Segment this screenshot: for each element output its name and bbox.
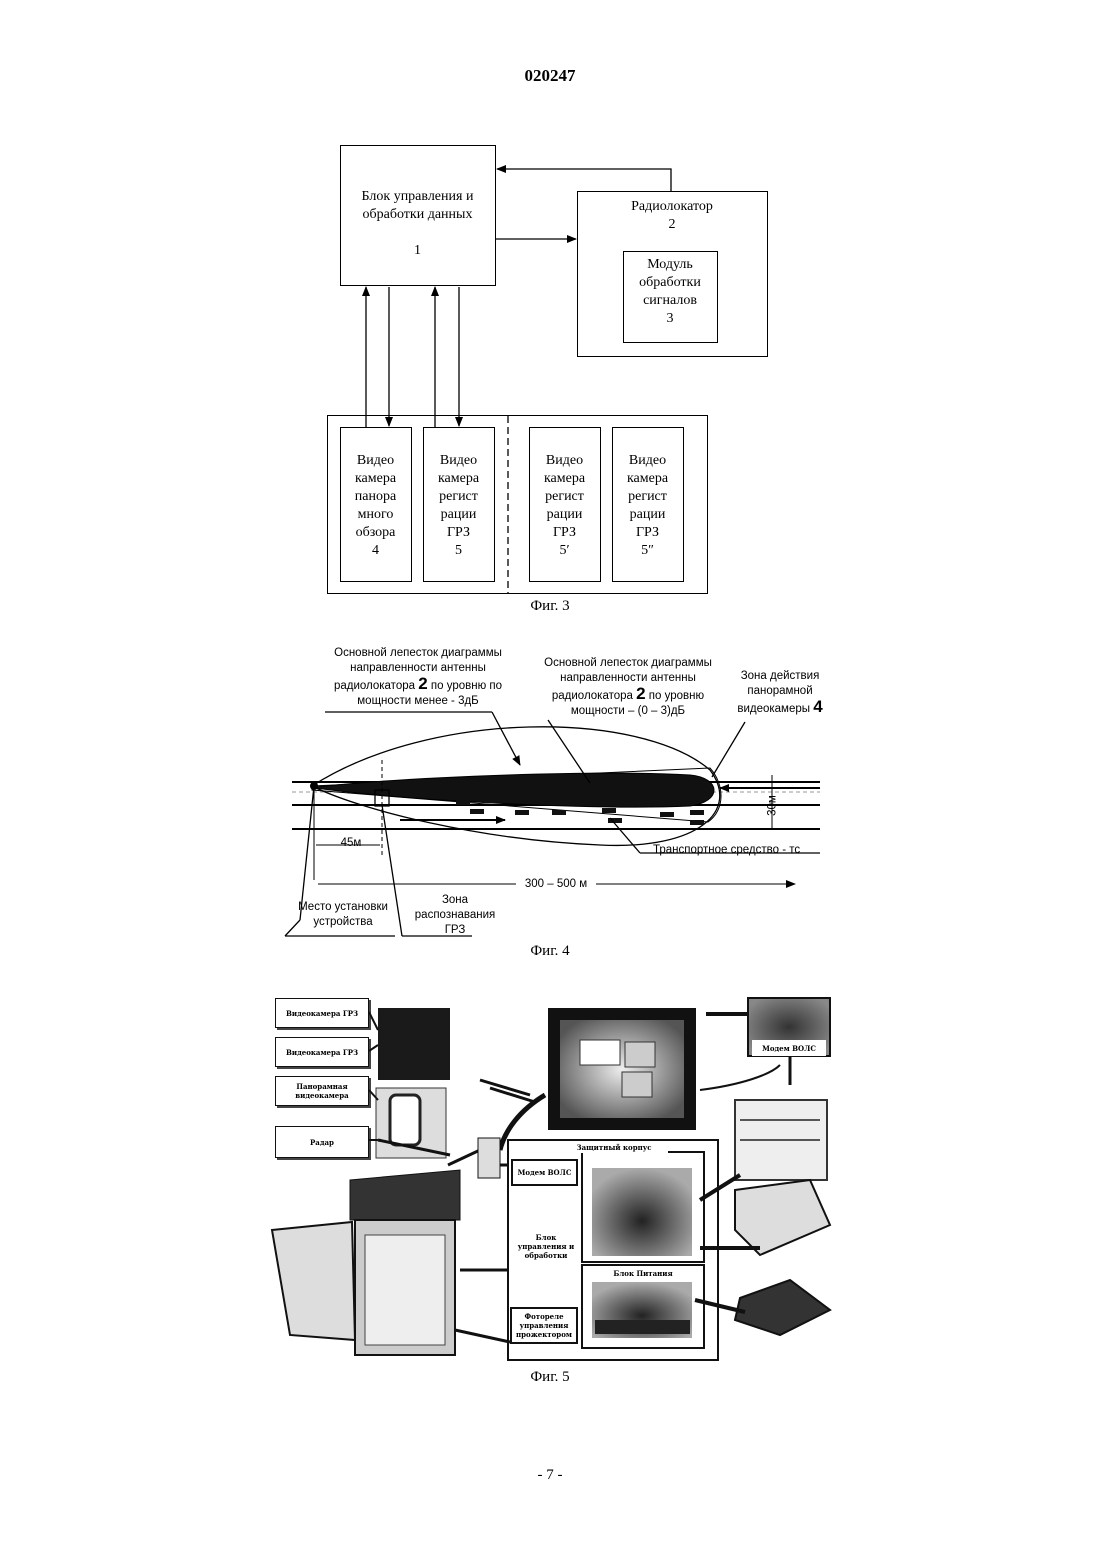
connector (369, 1012, 378, 1030)
label-text: мощности менее - 3дБ (318, 694, 518, 709)
label-vehicle: Транспортное средство - тс (653, 843, 833, 858)
monitor-screen (560, 1020, 684, 1118)
arrow-radar-to-unit (497, 169, 671, 191)
vehicle (456, 800, 470, 805)
label-45m: 45м (336, 836, 366, 851)
label-text: Зона действия (725, 669, 835, 684)
figure-4-caption: Фиг. 4 (500, 943, 600, 960)
vehicle (470, 809, 484, 814)
label-main-lobe-low: Основной лепесток диаграммы направленнос… (318, 646, 518, 709)
label-text: радиолокатора (334, 680, 418, 692)
label-text: направленности антенны (528, 671, 728, 686)
vehicle (482, 798, 496, 803)
label-text: видеокамеры (737, 703, 813, 715)
vehicle (660, 812, 674, 817)
connector (455, 1330, 510, 1342)
cabinet-door (272, 1222, 355, 1340)
label-text: Основной лепесток диаграммы (318, 646, 518, 661)
label-photorelay: Фотореле управления прожектором (513, 1310, 575, 1340)
label-control-unit: Блок управления и обработки (514, 1228, 578, 1264)
label-install-place: Место установки устройства (288, 900, 398, 930)
label-connectors (0, 990, 400, 1190)
label-text: ГРЗ (400, 923, 510, 938)
figure-5-caption: Фиг. 5 (500, 1369, 600, 1386)
label-psu: Блок Питания (590, 1267, 696, 1279)
leader-camera-zone (712, 722, 745, 777)
vehicle (570, 800, 584, 805)
equipment-box-photo (735, 1180, 830, 1255)
vehicle (690, 810, 704, 815)
monitor-car-icon (622, 1072, 652, 1097)
connector (369, 1045, 378, 1051)
label-text: по уровню (646, 690, 705, 702)
label-text: 2 (636, 684, 645, 703)
monitor-car-icon (580, 1040, 620, 1065)
page-number-footer: - 7 - (0, 1467, 1100, 1484)
cable (700, 1065, 780, 1090)
control-unit-photo (592, 1168, 692, 1256)
label-text: 2 (418, 674, 427, 693)
label-text: радиолокатора (552, 690, 636, 702)
label-text: Место установки (288, 900, 398, 915)
label-text: Основной лепесток диаграммы (528, 656, 728, 671)
label-30m: 30м (766, 791, 781, 821)
cabinet-interior (365, 1235, 445, 1345)
psu-device-photo (735, 1280, 830, 1335)
pole (448, 1150, 480, 1165)
label-camera-zone: Зона действия панорамной видеокамеры 4 (725, 669, 835, 717)
vehicle (515, 810, 529, 815)
label-recognition-zone: Зона распознавания ГРЗ (400, 893, 510, 938)
label-text: 4 (813, 697, 822, 716)
vehicle (552, 810, 566, 815)
radar-unit-photo (478, 1138, 500, 1178)
psu-strip (595, 1320, 690, 1334)
monitor-car-icon (625, 1042, 655, 1067)
label-modem-inner: Модем ВОЛС (514, 1162, 575, 1182)
label-protective-case: Защитный корпус (560, 1141, 668, 1153)
figure-3-connectors (0, 0, 1100, 620)
label-text: распознавания (400, 908, 510, 923)
label-range: 300 – 500 м (516, 877, 596, 892)
figure-3-caption: Фиг. 3 (500, 598, 600, 615)
label-text: Зона (400, 893, 510, 908)
leader-lobe-low (492, 712, 520, 765)
connector (369, 1090, 378, 1100)
label-text: устройства (288, 915, 398, 930)
leader-vehicle (610, 818, 640, 853)
label-text: мощности – (0 – 3)дБ (528, 704, 728, 719)
label-text: по уровню по (428, 680, 502, 692)
label-main-lobe-high: Основной лепесток диаграммы направленнос… (528, 656, 728, 719)
label-modem-top: Модем ВОЛС (752, 1040, 826, 1056)
vehicle (602, 808, 616, 813)
vehicle (690, 820, 704, 825)
